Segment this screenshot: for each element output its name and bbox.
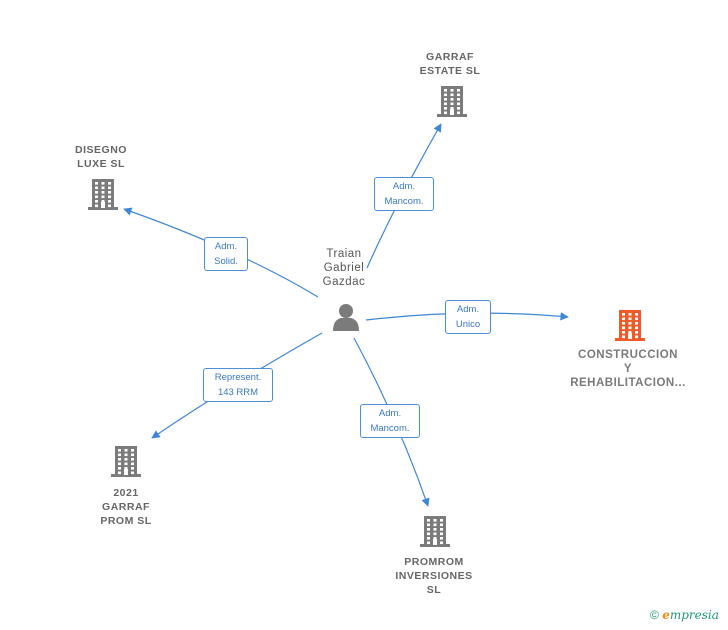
company-garraf-prom-label[interactable]: 2021 GARRAF PROM SL	[80, 486, 172, 528]
company-construccion-label[interactable]: CONSTRUCCION Y REHABILITACION...	[560, 348, 696, 390]
person-name-line-3: Gazdac	[322, 276, 366, 288]
building-icon-construccion[interactable]	[615, 310, 645, 341]
relation-disegno-luxe-box[interactable]: Adm. Solid.	[204, 237, 248, 271]
person-name-line-1: Traian	[326, 248, 362, 260]
company-garraf-prom-line-1: 2021	[113, 487, 139, 499]
relation-garraf-prom-line-1: Represent.	[214, 372, 262, 383]
relation-garraf-prom-line-2: 143 RRM	[217, 387, 259, 398]
company-promrom-line-1: PROMROM	[404, 556, 464, 568]
building-icon-disegno-luxe[interactable]	[88, 179, 118, 210]
relation-construccion-line-1: Adm.	[456, 304, 480, 315]
building-icon-garraf-estate[interactable]	[437, 86, 467, 117]
building-icon-promrom[interactable]	[420, 516, 450, 547]
relation-disegno-luxe-line-2: Solid.	[214, 256, 238, 267]
relation-garraf-prom-box[interactable]: Represent. 143 RRM	[203, 368, 273, 402]
node-icons	[88, 86, 645, 547]
company-garraf-estate-line-1: GARRAF	[426, 51, 474, 63]
company-disegno-luxe-line-1: DISEGNO	[75, 144, 127, 156]
relation-promrom-box[interactable]: Adm. Mancom.	[360, 404, 420, 438]
company-garraf-estate-line-2: ESTATE SL	[419, 65, 481, 77]
company-garraf-estate-label[interactable]: GARRAF ESTATE SL	[402, 50, 498, 78]
copyright-symbol: ©	[650, 608, 659, 622]
relation-garraf-estate-line-2: Mancom.	[384, 196, 424, 207]
company-promrom-line-2: INVERSIONES	[395, 570, 473, 582]
company-disegno-luxe-label[interactable]: DISEGNO LUXE SL	[56, 143, 146, 171]
footer-brand[interactable]: © empresia	[650, 608, 719, 622]
company-disegno-luxe-line-2: LUXE SL	[77, 158, 125, 170]
person-name-line-2: Gabriel	[323, 262, 365, 274]
brand-logo: empresia	[662, 608, 719, 622]
company-construccion-line-1: CONSTRUCCION	[578, 349, 678, 361]
relation-garraf-estate-box[interactable]: Adm. Mancom.	[374, 177, 434, 211]
building-icon-garraf-prom[interactable]	[111, 446, 141, 477]
relation-promrom-line-2: Mancom.	[370, 423, 410, 434]
relation-construccion-box[interactable]: Adm. Unico	[445, 300, 491, 334]
company-garraf-prom-line-2: GARRAF	[102, 501, 150, 513]
relation-garraf-estate-line-1: Adm.	[392, 181, 416, 192]
company-construccion-line-3: REHABILITACION...	[570, 377, 686, 389]
brand-logo-rest: mpresia	[669, 608, 719, 622]
company-construccion-line-2: Y	[623, 363, 633, 375]
relation-construccion-line-2: Unico	[455, 319, 481, 330]
person-name[interactable]: Traian Gabriel Gazdac	[313, 247, 375, 289]
person-icon[interactable]	[333, 304, 359, 331]
relation-disegno-luxe-line-1: Adm.	[214, 241, 238, 252]
brand-logo-e: e	[662, 608, 670, 622]
company-promrom-label[interactable]: PROMROM INVERSIONES SL	[384, 555, 484, 597]
company-garraf-prom-line-3: PROM SL	[100, 515, 152, 527]
company-promrom-line-3: SL	[426, 584, 442, 596]
relation-promrom-line-1: Adm.	[378, 408, 402, 419]
